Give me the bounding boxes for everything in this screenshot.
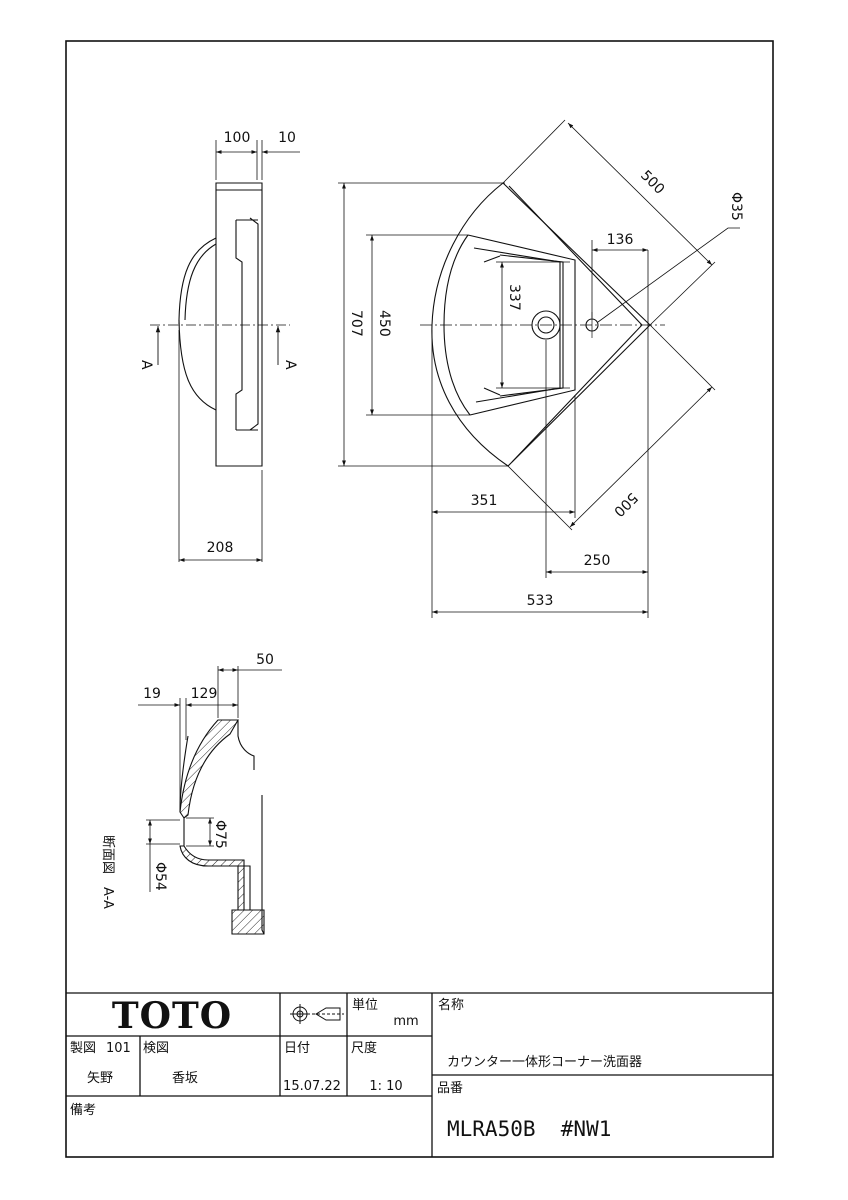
- side-view: [178, 140, 263, 562]
- dim-100: 100: [224, 130, 251, 146]
- drawn-label: 製図: [70, 1041, 96, 1056]
- dim-50: 50: [256, 652, 274, 668]
- date-label: 日付: [284, 1041, 310, 1056]
- plan-view: [431, 182, 651, 467]
- projection-symbol-icon: [290, 1004, 344, 1024]
- dim-351: 351: [471, 493, 498, 509]
- toto-logo: TOTO: [112, 995, 232, 1037]
- section-mark-right: A: [282, 360, 298, 370]
- scale-label: 尺度: [351, 1040, 377, 1056]
- dim-450: 450: [376, 310, 392, 337]
- drawn-by: 矢野: [87, 1071, 113, 1086]
- dim-500-top: 500: [637, 168, 667, 198]
- dim-10: 10: [278, 130, 296, 146]
- drawn-no: 101: [106, 1041, 131, 1056]
- remarks-label: 備考: [70, 1102, 96, 1118]
- scale-value: 1: 10: [369, 1079, 402, 1094]
- dim-19: 19: [143, 686, 161, 702]
- dim-250: 250: [584, 553, 611, 569]
- dim-phi54: Φ54: [152, 862, 168, 891]
- dim-707: 707: [348, 310, 364, 337]
- title-block-grid: [66, 992, 773, 1157]
- section-caption: 断面図 A-A: [100, 835, 115, 909]
- dim-129: 129: [191, 686, 218, 702]
- leader-phi35: [597, 227, 740, 323]
- section-view: [179, 719, 265, 935]
- unit-value: mm: [393, 1014, 418, 1029]
- drawing-frame: [65, 40, 774, 1158]
- dim-line-500-bottom: [569, 386, 713, 528]
- checked-by: 香坂: [172, 1071, 198, 1086]
- part-number: MLRA50B #NW1: [447, 1117, 611, 1141]
- dim-533: 533: [527, 593, 554, 609]
- dim-337: 337: [506, 284, 522, 311]
- unit-label: 単位: [352, 997, 378, 1013]
- partno-label: 品番: [437, 1081, 463, 1096]
- product-name: カウンター一体形コーナー洗面器: [447, 1055, 642, 1070]
- dim-136: 136: [607, 232, 634, 248]
- dim-208: 208: [207, 540, 234, 556]
- checked-label: 検図: [143, 1041, 169, 1056]
- dim-500-bottom: 500: [610, 489, 640, 519]
- dim-line-500-top: [567, 122, 713, 266]
- dim-phi35: Φ35: [728, 192, 744, 221]
- section-mark-left: A: [138, 360, 154, 370]
- name-label: 名称: [438, 997, 464, 1013]
- dim-phi75: Φ75: [212, 820, 228, 849]
- date-value: 15.07.22: [283, 1079, 341, 1094]
